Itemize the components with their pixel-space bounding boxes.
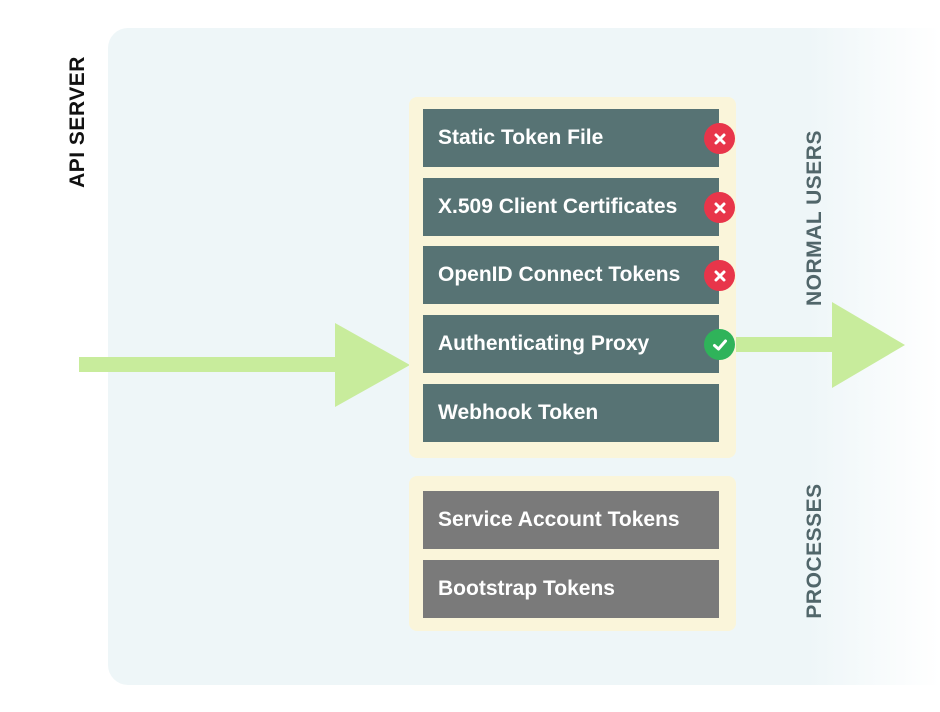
method-openid-connect-tokens: OpenID Connect Tokens [423,246,719,304]
method-authenticating-proxy: Authenticating Proxy [423,315,719,373]
method-service-account-tokens: Service Account Tokens [423,491,719,549]
outgoing-arrow [733,302,905,388]
method-label: X.509 Client Certificates [438,195,678,218]
method-label: Webhook Token [438,401,599,424]
method-label: Service Account Tokens [438,508,680,531]
method-webhook-token: Webhook Token [423,384,719,442]
method-label: Authenticating Proxy [438,332,650,355]
check-circle-icon [704,329,735,360]
method-label: Bootstrap Tokens [438,577,615,600]
x-circle-icon [704,123,735,154]
x-circle-icon [704,192,735,223]
method-bootstrap-tokens: Bootstrap Tokens [423,560,719,618]
incoming-arrow [79,323,410,407]
method-label: OpenID Connect Tokens [438,263,681,286]
x-circle-icon [704,260,735,291]
method-x509-client-certificates: X.509 Client Certificates [423,178,719,236]
method-static-token-file: Static Token File [423,109,719,167]
method-label: Static Token File [438,126,604,149]
